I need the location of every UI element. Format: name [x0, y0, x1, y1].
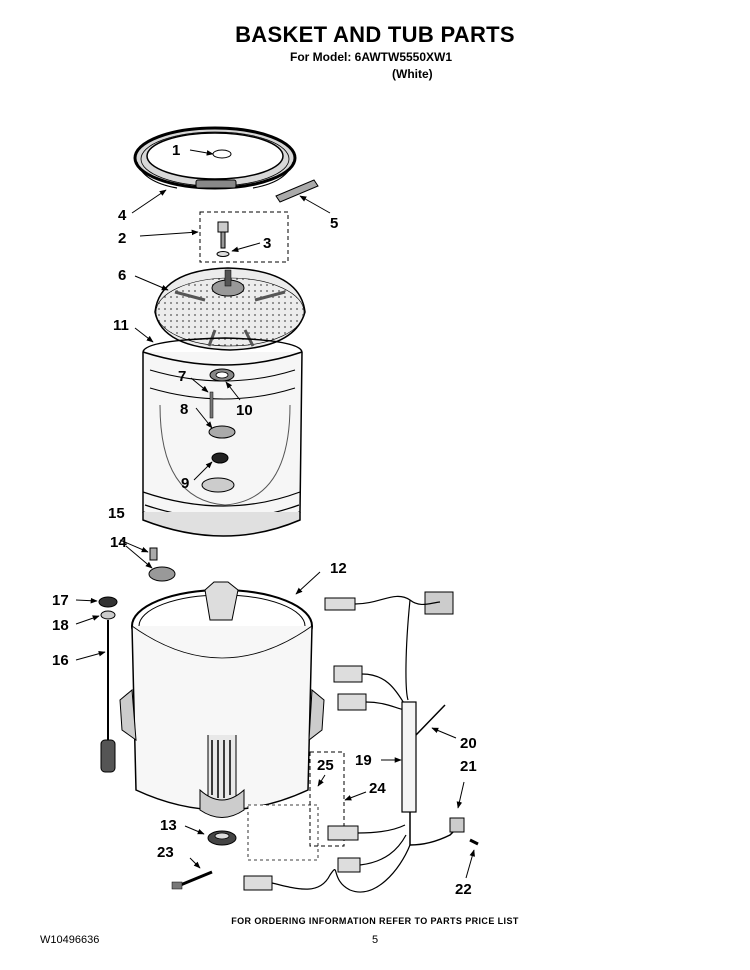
callout-19: 19 — [355, 752, 372, 769]
balance-ring-drawing — [133, 126, 297, 190]
callout-15: 15 — [108, 505, 125, 522]
ordering-info-note: FOR ORDERING INFORMATION REFER TO PARTS … — [231, 916, 519, 926]
bolt-washer-drawing — [199, 211, 289, 263]
callout-8: 8 — [180, 401, 188, 418]
hub-parts-drawing — [208, 368, 236, 464]
callout-11: 11 — [113, 317, 129, 334]
callout-10: 10 — [236, 402, 253, 419]
suspension-bracket-drawing — [148, 547, 176, 582]
wash-basket-drawing — [142, 337, 303, 537]
callout-3: 3 — [263, 235, 271, 252]
page-title: BASKET AND TUB PARTS — [235, 22, 515, 47]
callout-22: 22 — [455, 881, 472, 898]
sensor-drawing — [171, 870, 213, 890]
callout-5: 5 — [330, 215, 338, 232]
agitator-plate-drawing — [154, 267, 306, 351]
callout-20: 20 — [460, 735, 477, 752]
callout-1: 1 — [172, 142, 180, 159]
callout-12: 12 — [330, 560, 347, 577]
callout-6: 6 — [118, 267, 126, 284]
callout-16: 16 — [52, 652, 69, 669]
callout-4: 4 — [118, 207, 127, 224]
callout-23: 23 — [157, 844, 174, 861]
wire-harness-drawing — [243, 591, 479, 893]
callout-7: 7 — [178, 368, 186, 385]
seal-strip-drawing — [275, 179, 319, 203]
callout-25: 25 — [317, 757, 334, 774]
tub-seal-drawing — [207, 830, 237, 846]
callout-9: 9 — [181, 475, 189, 492]
model-subtitle: For Model: 6AWTW5550XW1 — [290, 50, 453, 64]
callout-13: 13 — [160, 817, 177, 834]
callout-17: 17 — [52, 592, 69, 609]
callout-leaders — [75, 149, 475, 879]
page-number: 5 — [372, 934, 379, 946]
callout-labels: 1 2 3 4 5 6 7 8 9 10 11 12 13 14 15 16 1… — [52, 142, 477, 898]
callout-21: 21 — [460, 758, 477, 775]
color-label: (White) — [392, 67, 433, 81]
callout-24: 24 — [369, 780, 386, 797]
callout-14: 14 — [110, 534, 127, 551]
callout-18: 18 — [52, 617, 69, 634]
document-number: W10496636 — [40, 934, 100, 946]
outer-tub-drawing — [119, 581, 325, 818]
callout-2: 2 — [118, 230, 126, 247]
suspension-rod-drawing — [98, 596, 118, 773]
